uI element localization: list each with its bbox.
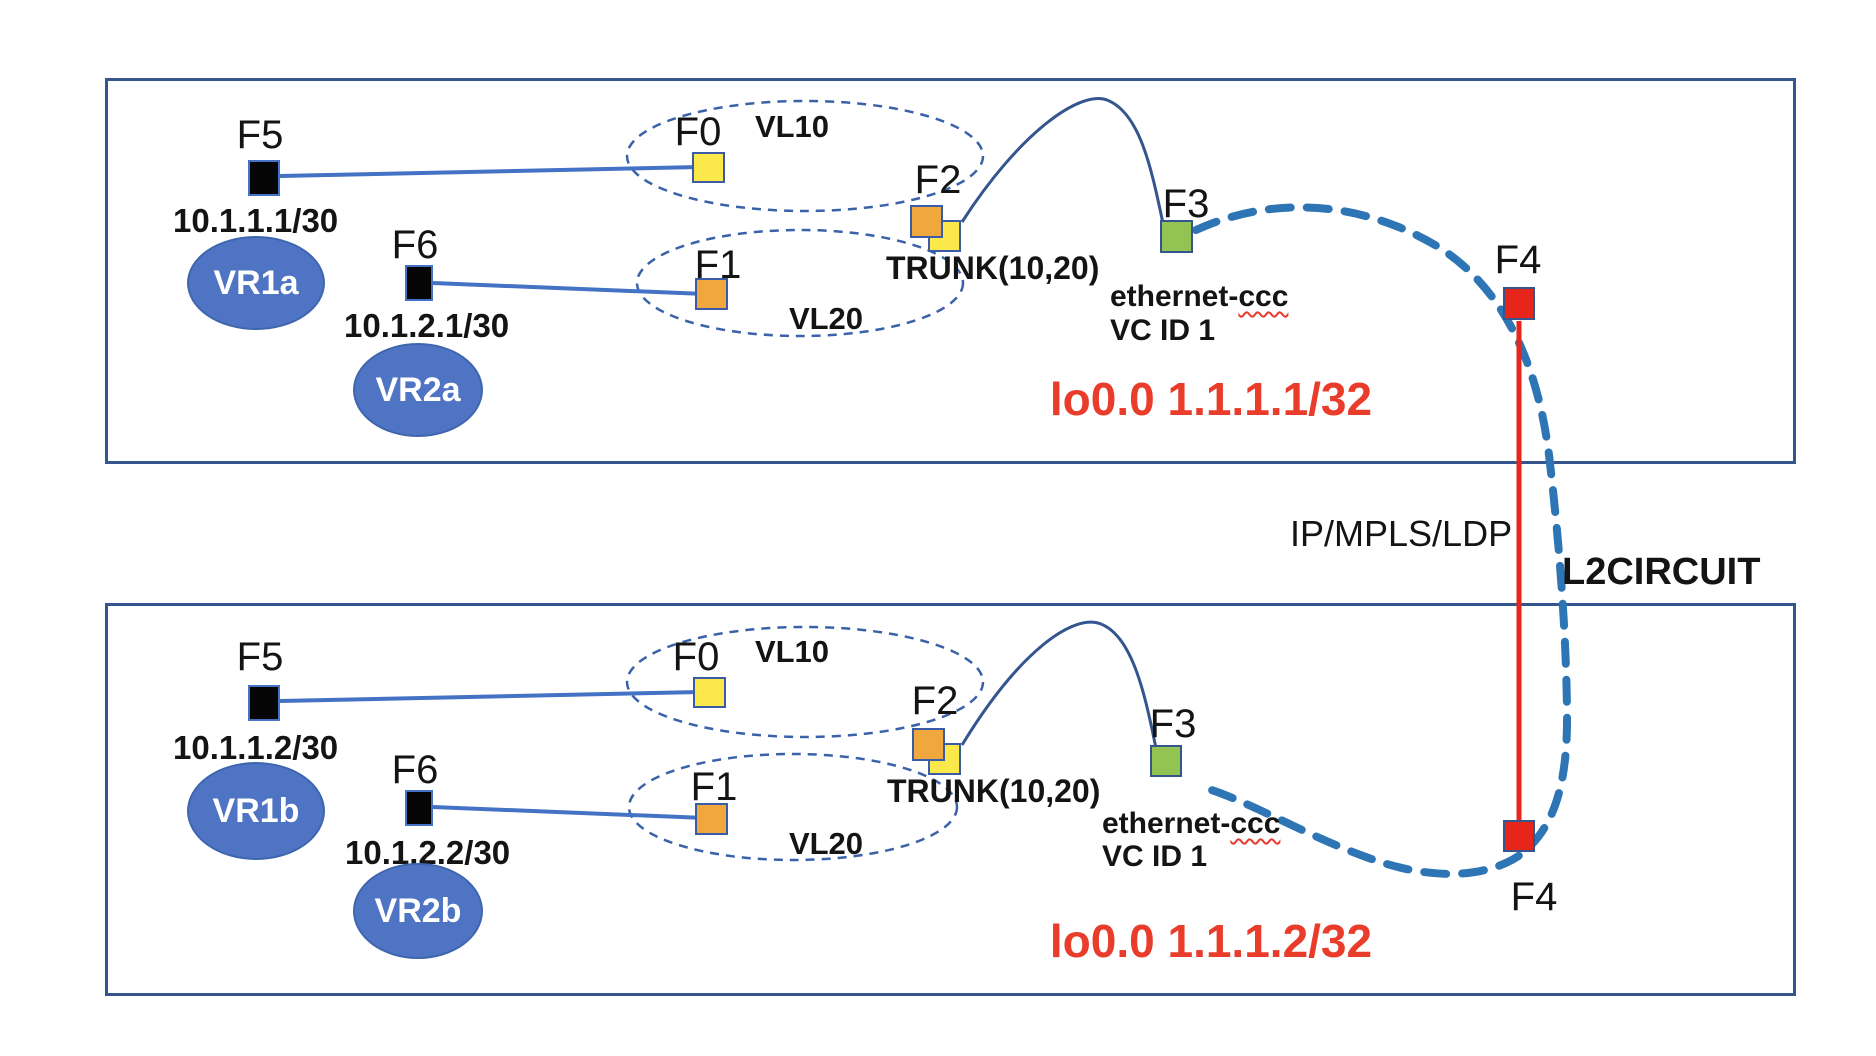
vr2a-node: VR2a xyxy=(353,343,483,437)
ethernet-ccc-prefix-a: ethernet- xyxy=(1110,280,1239,313)
trunk-label-b: TRUNK(10,20) xyxy=(887,773,1101,809)
port-f3-label-b: F3 xyxy=(1149,702,1197,746)
vr2b-node: VR2b xyxy=(353,863,483,959)
port-f2-label-a: F2 xyxy=(914,158,962,202)
ethernet-ccc-suffix-a: ccc xyxy=(1238,280,1289,313)
port-f0-square-a xyxy=(692,152,725,183)
vl20-ellipse-router-b xyxy=(627,752,959,862)
port-f5-label-a: F5 xyxy=(236,113,284,157)
vl20-ellipse-router-a xyxy=(635,228,965,338)
port-f3-label-a: F3 xyxy=(1162,182,1210,226)
ethernet-ccc-prefix-b: ethernet- xyxy=(1102,807,1231,840)
loopback-label-b: lo0.0 1.1.1.2/32 xyxy=(1049,915,1373,967)
port-f6-square-a xyxy=(405,265,433,301)
link-f6-f1-router-b xyxy=(432,805,706,820)
port-f4-label-a: F4 xyxy=(1494,238,1542,282)
port-f2-orange-square-b xyxy=(912,728,945,761)
port-f5-square-a xyxy=(248,160,280,196)
port-f0-label-b: F0 xyxy=(672,635,720,679)
ethernet-ccc-label-a: ethernet-ccc xyxy=(1110,282,1288,312)
port-f0-square-b xyxy=(693,677,726,708)
port-f1-label-b: F1 xyxy=(690,765,738,809)
port-f3-square-b xyxy=(1150,745,1182,777)
l2circuit-label: L2CIRCUIT xyxy=(1562,551,1761,593)
port-f4-square-b xyxy=(1503,820,1535,852)
link-f5-f0-router-a xyxy=(279,165,701,178)
vl10-ellipse-router-a xyxy=(625,99,985,213)
loopback-label-a: lo0.0 1.1.1.1/32 xyxy=(1049,373,1373,425)
port-f3-square-a xyxy=(1160,220,1193,253)
vl10-ellipse-router-b xyxy=(625,625,985,739)
port-f1-square-b xyxy=(695,803,728,835)
ethernet-ccc-suffix-b: ccc xyxy=(1230,807,1281,840)
port-f2-label-b: F2 xyxy=(911,679,959,723)
link-f6-f1-router-a xyxy=(432,281,706,296)
port-f4-square-a xyxy=(1503,287,1535,320)
port-f5-square-b xyxy=(248,685,280,721)
trunk-label-a: TRUNK(10,20) xyxy=(886,250,1100,286)
port-f0-label-a: F0 xyxy=(674,110,722,154)
port-f5-label-b: F5 xyxy=(236,635,284,679)
l2circuit-pseudowire-path xyxy=(1192,203,1572,878)
ethernet-ccc-label-b: ethernet-ccc xyxy=(1102,809,1280,839)
link-f5-f0-router-b xyxy=(279,690,701,703)
port-f1-square-a xyxy=(695,278,728,310)
curve-f2-f3-router-a xyxy=(960,97,1166,229)
vl20-label-a: VL20 xyxy=(788,301,864,336)
port-f6-square-b xyxy=(405,790,433,826)
f5-ip-address-a: 10.1.1.1/30 xyxy=(173,202,339,239)
curve-f2-f3-router-b xyxy=(960,620,1159,754)
vr1b-node: VR1b xyxy=(187,762,325,860)
port-f6-label-a: F6 xyxy=(391,223,439,267)
router-b-box xyxy=(105,603,1796,996)
ip-mpls-ldp-label: IP/MPLS/LDP xyxy=(1290,513,1513,554)
port-f6-label-b: F6 xyxy=(391,748,439,792)
port-f2-orange-square-a xyxy=(910,205,943,238)
f6-ip-address-a: 10.1.2.1/30 xyxy=(344,307,510,344)
vc-id-label-a: VC ID 1 xyxy=(1110,314,1216,347)
vl20-label-b: VL20 xyxy=(788,826,864,861)
router-a-box xyxy=(105,78,1796,464)
vc-id-label-b: VC ID 1 xyxy=(1102,840,1208,873)
f5-ip-address-b: 10.1.1.2/30 xyxy=(173,729,339,766)
port-f4-label-b: F4 xyxy=(1510,875,1558,919)
vr1a-node: VR1a xyxy=(187,236,325,330)
vl10-label-b: VL10 xyxy=(754,634,830,669)
vl10-label-a: VL10 xyxy=(754,109,830,144)
